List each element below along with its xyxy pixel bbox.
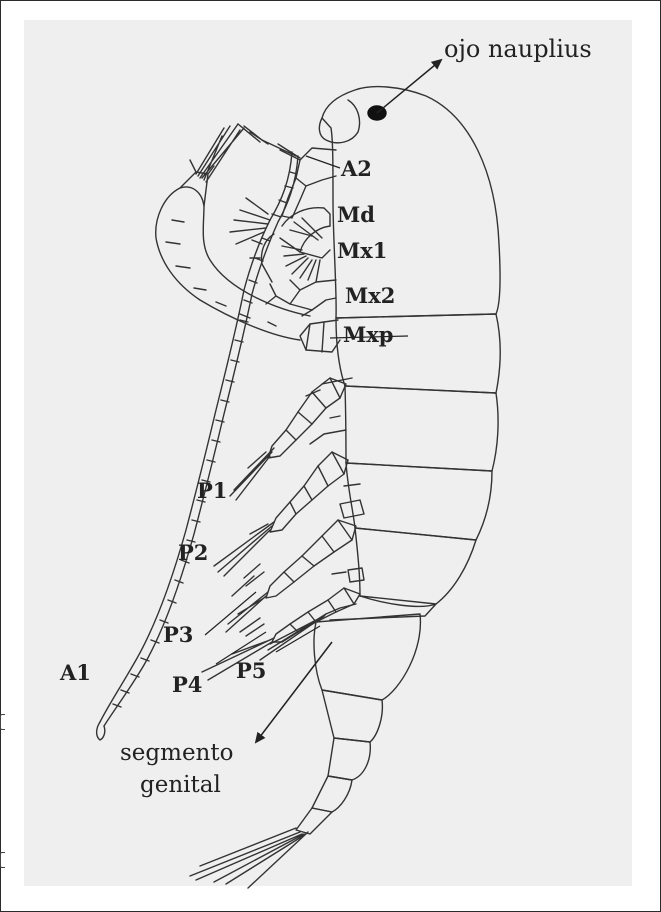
antenna bbox=[296, 148, 336, 186]
urosome-4 bbox=[312, 776, 352, 812]
urosome-3 bbox=[328, 738, 370, 780]
label-a1: A1 bbox=[60, 662, 91, 683]
label-md: Md bbox=[337, 204, 375, 225]
label-mxp: Mxp bbox=[343, 324, 393, 345]
a2-leader bbox=[306, 156, 340, 168]
label-segmento: segmento bbox=[120, 740, 233, 766]
urosome-2 bbox=[322, 690, 382, 742]
label-ojo-nauplius: ojo nauplius bbox=[444, 36, 592, 64]
caudal-ramus bbox=[296, 808, 332, 834]
thoracic-segment-4 bbox=[346, 463, 492, 540]
label-mx1: Mx1 bbox=[337, 240, 387, 261]
label-mx2: Mx2 bbox=[345, 285, 395, 306]
swimming-leg-p4 bbox=[272, 588, 360, 642]
antenna-endopod bbox=[156, 187, 310, 340]
swimming-leg-p3 bbox=[266, 520, 356, 598]
swimming-leg-p1 bbox=[268, 378, 346, 458]
thoracic-segment-3 bbox=[345, 386, 498, 471]
label-p4: P4 bbox=[172, 674, 202, 695]
antennule bbox=[100, 152, 292, 722]
maxilla bbox=[290, 280, 336, 310]
genital-segment-arrow bbox=[256, 642, 332, 742]
label-a2: A2 bbox=[341, 158, 372, 179]
label-p2: P2 bbox=[178, 542, 208, 563]
label-genital: genital bbox=[140, 772, 221, 798]
swimming-leg-p2 bbox=[270, 452, 348, 532]
thoracic-segment-5 bbox=[355, 528, 476, 604]
label-p1: P1 bbox=[197, 480, 227, 501]
label-p3: P3 bbox=[163, 624, 193, 645]
label-p5: P5 bbox=[236, 660, 266, 681]
genital-segment bbox=[314, 614, 420, 700]
